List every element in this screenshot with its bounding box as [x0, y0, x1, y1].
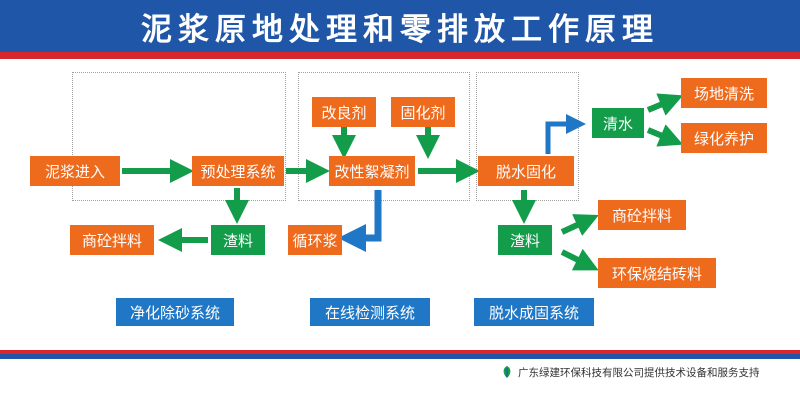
node-concrete-right: 商砼拌料	[598, 200, 686, 230]
arrow-water-to-greening	[646, 124, 684, 147]
arrow-flocculant-to-recycle	[338, 190, 382, 252]
node-improver: 改良剂	[312, 97, 376, 127]
footer-red-stripe	[0, 350, 800, 354]
node-brick: 环保烧结砖料	[598, 258, 716, 288]
node-residue-left: 渣料	[211, 225, 265, 255]
system-online: 在线检测系统	[310, 298, 430, 326]
system-purify: 净化除砂系统	[116, 298, 234, 326]
online-system-frame	[298, 72, 470, 201]
node-concrete-left: 商砼拌料	[70, 225, 154, 255]
header-red-stripe	[0, 52, 800, 59]
node-site-clean: 场地清洗	[681, 78, 767, 108]
title-banner: 泥浆原地处理和零排放工作原理	[0, 0, 800, 52]
node-clear-water: 清水	[592, 108, 644, 138]
arrow-water-to-site	[646, 93, 684, 116]
arrow-residue-to-brick	[560, 248, 599, 271]
node-slurry-in: 泥浆进入	[30, 156, 120, 186]
purify-system-frame	[72, 72, 286, 201]
node-curing-agent: 固化剂	[391, 97, 455, 127]
node-residue-right: 渣料	[498, 225, 552, 255]
footer-text: 广东绿建环保科技有限公司提供技术设备和服务支持	[518, 366, 760, 379]
node-flocculant: 改性絮凝剂	[329, 156, 415, 186]
arrow-residue-to-concrete-right	[560, 214, 599, 236]
page-title: 泥浆原地处理和零排放工作原理	[141, 11, 659, 48]
node-pretreat: 预处理系统	[192, 156, 284, 186]
node-greening: 绿化养护	[681, 123, 767, 153]
arrow-dewater-to-water	[545, 114, 586, 154]
footer: 广东绿建环保科技有限公司提供技术设备和服务支持	[500, 362, 760, 382]
system-dewater: 脱水成固系统	[474, 298, 594, 326]
footer-blue-stripe	[0, 354, 800, 359]
node-dewater-cure: 脱水固化	[478, 156, 574, 186]
company-leaf-icon	[503, 366, 511, 378]
node-recycle: 循环浆	[288, 225, 342, 255]
